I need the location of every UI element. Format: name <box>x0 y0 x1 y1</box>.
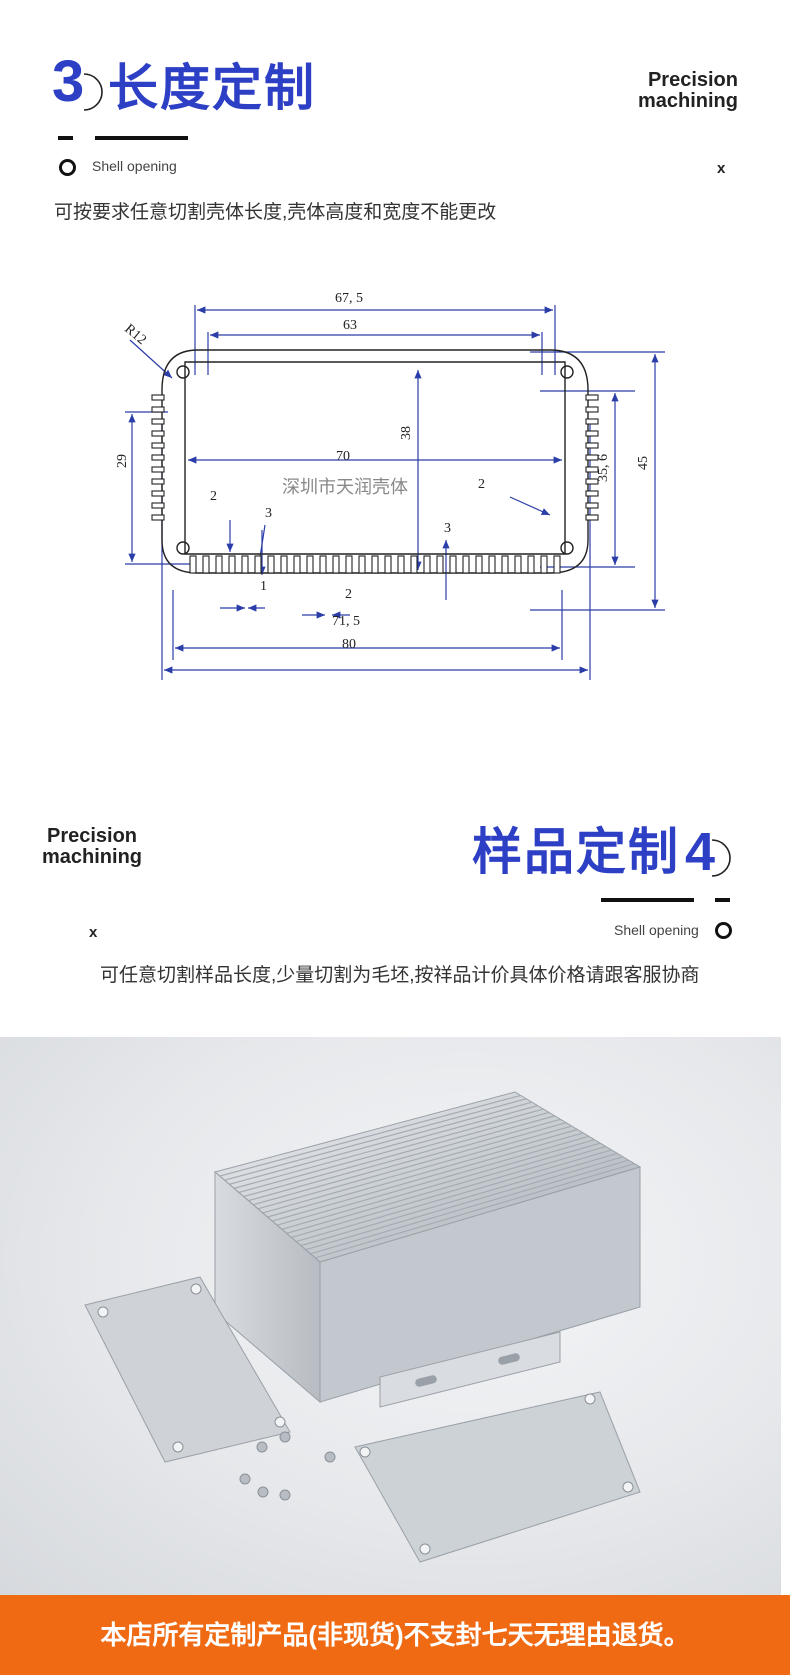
dim-center-height: 38 <box>399 426 414 440</box>
profile-drawing: 67, 5 63 R12 29 38 70 35, 6 45 2 3 3 2 1… <box>115 291 665 680</box>
divider-long <box>95 136 188 140</box>
shell-opening-label: Shell opening <box>92 158 177 174</box>
dim-right-height-inner: 35, 6 <box>596 454 611 482</box>
section-title-2: 样品定制 <box>472 824 680 880</box>
machining-text-2: machining <box>42 846 143 868</box>
section-description-2: 可任意切割样品长度,少量切割为毛坯,按祥品计价具体价格请跟客服协商 <box>100 965 700 986</box>
x-mark-2: x <box>89 924 98 941</box>
divider-long-2 <box>601 898 694 902</box>
section-number: 3 <box>52 49 85 114</box>
dim-fin-width: 2 <box>345 587 352 602</box>
bracket-arc-icon <box>83 73 103 111</box>
dim-center-width: 70 <box>336 449 350 464</box>
dim-bottom-inner: 71, 5 <box>332 614 360 629</box>
dim-slot-c: 3 <box>444 521 451 536</box>
dim-radius: R12 <box>121 322 149 348</box>
machining-text: machining <box>637 90 738 112</box>
dim-top-inner: 63 <box>343 318 357 333</box>
circle-bullet-icon <box>59 159 76 176</box>
precision-machining-label-2: Precision machining <box>42 826 142 868</box>
precision-text-2: Precision <box>46 825 138 847</box>
drawing-watermark: 深圳市天润壳体 <box>282 477 408 497</box>
dim-left-height: 29 <box>115 454 130 468</box>
dim-slot-b: 3 <box>265 506 272 521</box>
precision-text: Precision <box>647 69 738 91</box>
section-title: 长度定制 <box>108 60 316 116</box>
dim-bottom-outer: 80 <box>342 637 356 652</box>
dim-slot-d: 2 <box>478 477 485 492</box>
divider-short-2 <box>715 898 730 902</box>
section-number-2: 4 <box>685 822 718 882</box>
circle-bullet-icon-2 <box>715 922 732 939</box>
bracket-arc-icon-2 <box>711 839 731 877</box>
notice-banner: 本店所有定制产品(非现货)不支封七天无理由退货。 <box>0 1595 790 1675</box>
x-mark: x <box>717 160 726 177</box>
section-description: 可按要求任意切割壳体长度,壳体高度和宽度不能更改 <box>54 202 497 223</box>
heat-sink-fins <box>151 394 599 574</box>
dim-top-outer: 67, 5 <box>335 291 363 306</box>
aluminum-enclosure-image <box>84 1091 642 1563</box>
precision-machining-label: Precision machining <box>638 70 738 112</box>
dim-right-height-outer: 45 <box>636 456 651 470</box>
dim-fin-gap: 1 <box>260 579 267 594</box>
product-photo <box>0 1037 781 1595</box>
dim-slot-a: 2 <box>210 489 217 504</box>
shell-opening-label-2: Shell opening <box>614 922 699 938</box>
divider-short <box>58 136 73 140</box>
